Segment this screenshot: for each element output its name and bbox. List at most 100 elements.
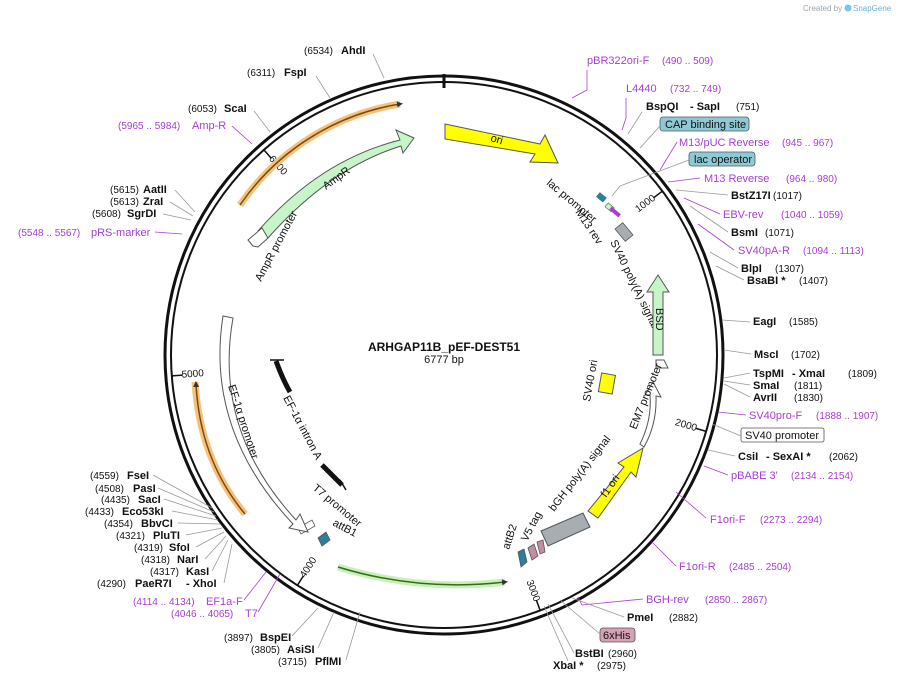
enzyme-eagi-pos: (1585) (789, 317, 818, 328)
bsd-label: BSD (653, 308, 665, 331)
enzyme-msci-name: MscI (754, 349, 778, 361)
enzyme-pflmi-pos: (3715) (278, 657, 307, 668)
enzyme-bspqi-pos: (751) (736, 102, 759, 113)
enzyme-sgrdi-name: SgrDI (127, 208, 156, 220)
feature-ef1a-intron[interactable]: EF-1α intron A (270, 359, 347, 491)
enzyme-kasi-pos: (4317) (150, 567, 179, 578)
ef1a-intron-label: EF-1α intron A (280, 394, 324, 463)
enzyme-zrai-name: ZraI (143, 196, 163, 208)
enzyme-pmei-name: PmeI (627, 612, 653, 624)
primer-f1orif-range: (2273 .. 2294) (760, 515, 822, 526)
tick-mark (296, 575, 304, 586)
enzyme-asisi-name: AsiSI (287, 644, 315, 656)
enzyme-bsmi-name: BsmI (731, 227, 758, 239)
primer-bgh-name: BGH-rev (646, 594, 689, 606)
primer-f1orif-name: F1ori-F (710, 514, 746, 526)
primer-m13puc-name: M13/pUC Reverse (679, 137, 769, 149)
enzyme-aatii-pos: (5615) (110, 185, 139, 196)
enzyme-pluti-pos: (4321) (116, 531, 145, 542)
tick-label: 5000 (181, 368, 204, 381)
primer-pbabe-range: (2134 .. 2154) (791, 471, 853, 482)
enzyme-xbai-name: XbaI * (553, 660, 584, 672)
enzyme-bstbi-pos: (2960) (608, 649, 637, 660)
enzyme-avrii-pos: (1830) (794, 393, 823, 404)
enzymes-top: (6534) AhdI (6311) FspI (6053) ScaI (596… (118, 45, 385, 145)
primer-l4440-name: L4440 (626, 83, 657, 95)
v5-tag-label: V5 tag (519, 510, 545, 544)
primer-ampr-name: Amp-R (192, 120, 226, 132)
enzyme-bsabi-pos: (1407) (799, 276, 828, 287)
plasmid-name: ARHGAP11B_pEF-DEST51 (368, 340, 520, 354)
primer-bgh-range: (2850 .. 2867) (705, 595, 767, 606)
primer-sv40pro-name: SV40pro-F (749, 410, 802, 422)
enzyme-bspqi-name: BspQI (646, 101, 678, 113)
enzyme-nari-pos: (4318) (141, 555, 170, 566)
feature-attb2[interactable]: attB2 (500, 523, 528, 568)
feature-ori[interactable]: ori (444, 123, 559, 164)
enzyme-xhoi-name: - XhoI (186, 578, 217, 590)
primer-t7-range: (4046 .. 4065) (171, 609, 233, 620)
feature-bsd[interactable]: BSD (646, 274, 670, 356)
primer-prs-range: (5548 .. 5567) (18, 228, 80, 239)
enzyme-scai-pos: (6053) (188, 104, 217, 115)
enzyme-xmai-name: - XmaI (792, 368, 825, 380)
enzyme-asisi-pos: (3805) (251, 645, 280, 656)
tick-mark (171, 374, 183, 377)
enzyme-bstbi-name: BstBI (575, 648, 604, 660)
cap-binding-box (659, 116, 750, 132)
enzyme-fspi-name: FspI (284, 67, 307, 79)
feature-em7-promoter[interactable]: EM7 promoter (628, 359, 669, 448)
lac-operator-label: lac operator (694, 154, 752, 166)
tick-label: 3000 (524, 579, 542, 604)
enzyme-xbai-pos: (2975) (597, 661, 626, 672)
enzyme-bstz17i-pos: (1017) (773, 191, 802, 202)
enzyme-pflmi-name: PflMI (315, 656, 341, 668)
feature-ampr[interactable]: AmpR (257, 129, 415, 239)
insert-line (337, 566, 508, 586)
enzyme-tspmi-pos: (1809) (848, 369, 877, 380)
enzyme-sexai-name: - SexAI * (766, 451, 811, 463)
enzyme-blpi-name: BlpI (741, 263, 762, 275)
backbone (163, 74, 725, 636)
left-orf-line (193, 381, 246, 515)
enzyme-pasi-pos: (4508) (95, 484, 124, 495)
enzyme-blpi-pos: (1307) (775, 264, 804, 275)
primer-t7-name: T7 (245, 608, 258, 620)
plasmid-length: 6777 bp (424, 354, 464, 366)
tick-mark (535, 599, 541, 611)
primer-pbr322-range: (490 .. 509) (662, 56, 713, 67)
tick-mark (263, 149, 272, 159)
enzyme-pasi-name: PasI (133, 483, 156, 495)
feature-lac-cluster (596, 192, 634, 242)
enzyme-sfoi-pos: (4319) (134, 543, 163, 554)
enzyme-paer7i-pos: (4290) (97, 579, 126, 590)
primer-ef1a-name: EF1a-F (206, 596, 243, 608)
primer-sv40pro-range: (1888 .. 1907) (816, 411, 878, 422)
credit-brand: SnapGene (853, 4, 892, 13)
enzyme-sgrdi-pos: (5608) (92, 209, 121, 220)
primer-ampr-range: (5965 .. 5984) (118, 121, 180, 132)
enzyme-ahdi-name: AhdI (341, 45, 365, 57)
snapgene-credit: Created by SnapGene (803, 4, 892, 13)
feature-sv40-ori[interactable]: SV40 ori (581, 359, 617, 403)
enzyme-nari-name: NarI (177, 554, 198, 566)
enzyme-sfoi-name: SfoI (169, 542, 190, 554)
enzyme-csii-pos: (2062) (829, 452, 858, 463)
enzymes-left-upper: (5615) AatII (5613) ZraI (5608) SgrDI (5… (18, 184, 196, 239)
sv40-promoter-label: SV40 promoter (745, 430, 819, 442)
enzyme-eagi-name: EagI (753, 316, 776, 328)
enzyme-bspei-name: BspEI (260, 632, 291, 644)
enzyme-tspmi-name: TspMI (753, 368, 784, 380)
credit-text: Created by (803, 4, 842, 13)
annotations-right: pBR322ori-F (490 .. 509) L4440 (732 .. 7… (543, 55, 878, 672)
enzyme-saci-pos: (4435) (101, 495, 130, 506)
primer-m13rev-name: M13 Reverse (704, 173, 769, 185)
tick-label: 1000 (633, 193, 658, 215)
primer-f1orir-range: (2485 .. 2504) (729, 562, 791, 573)
enzyme-smai-pos: (1811) (794, 381, 822, 392)
ori-label: ori (489, 132, 504, 147)
enzyme-sapi-name: - SapI (690, 101, 720, 113)
enzyme-eco53ki-pos: (4433) (85, 507, 114, 518)
primer-ebv-range: (1040 .. 1059) (781, 210, 843, 221)
